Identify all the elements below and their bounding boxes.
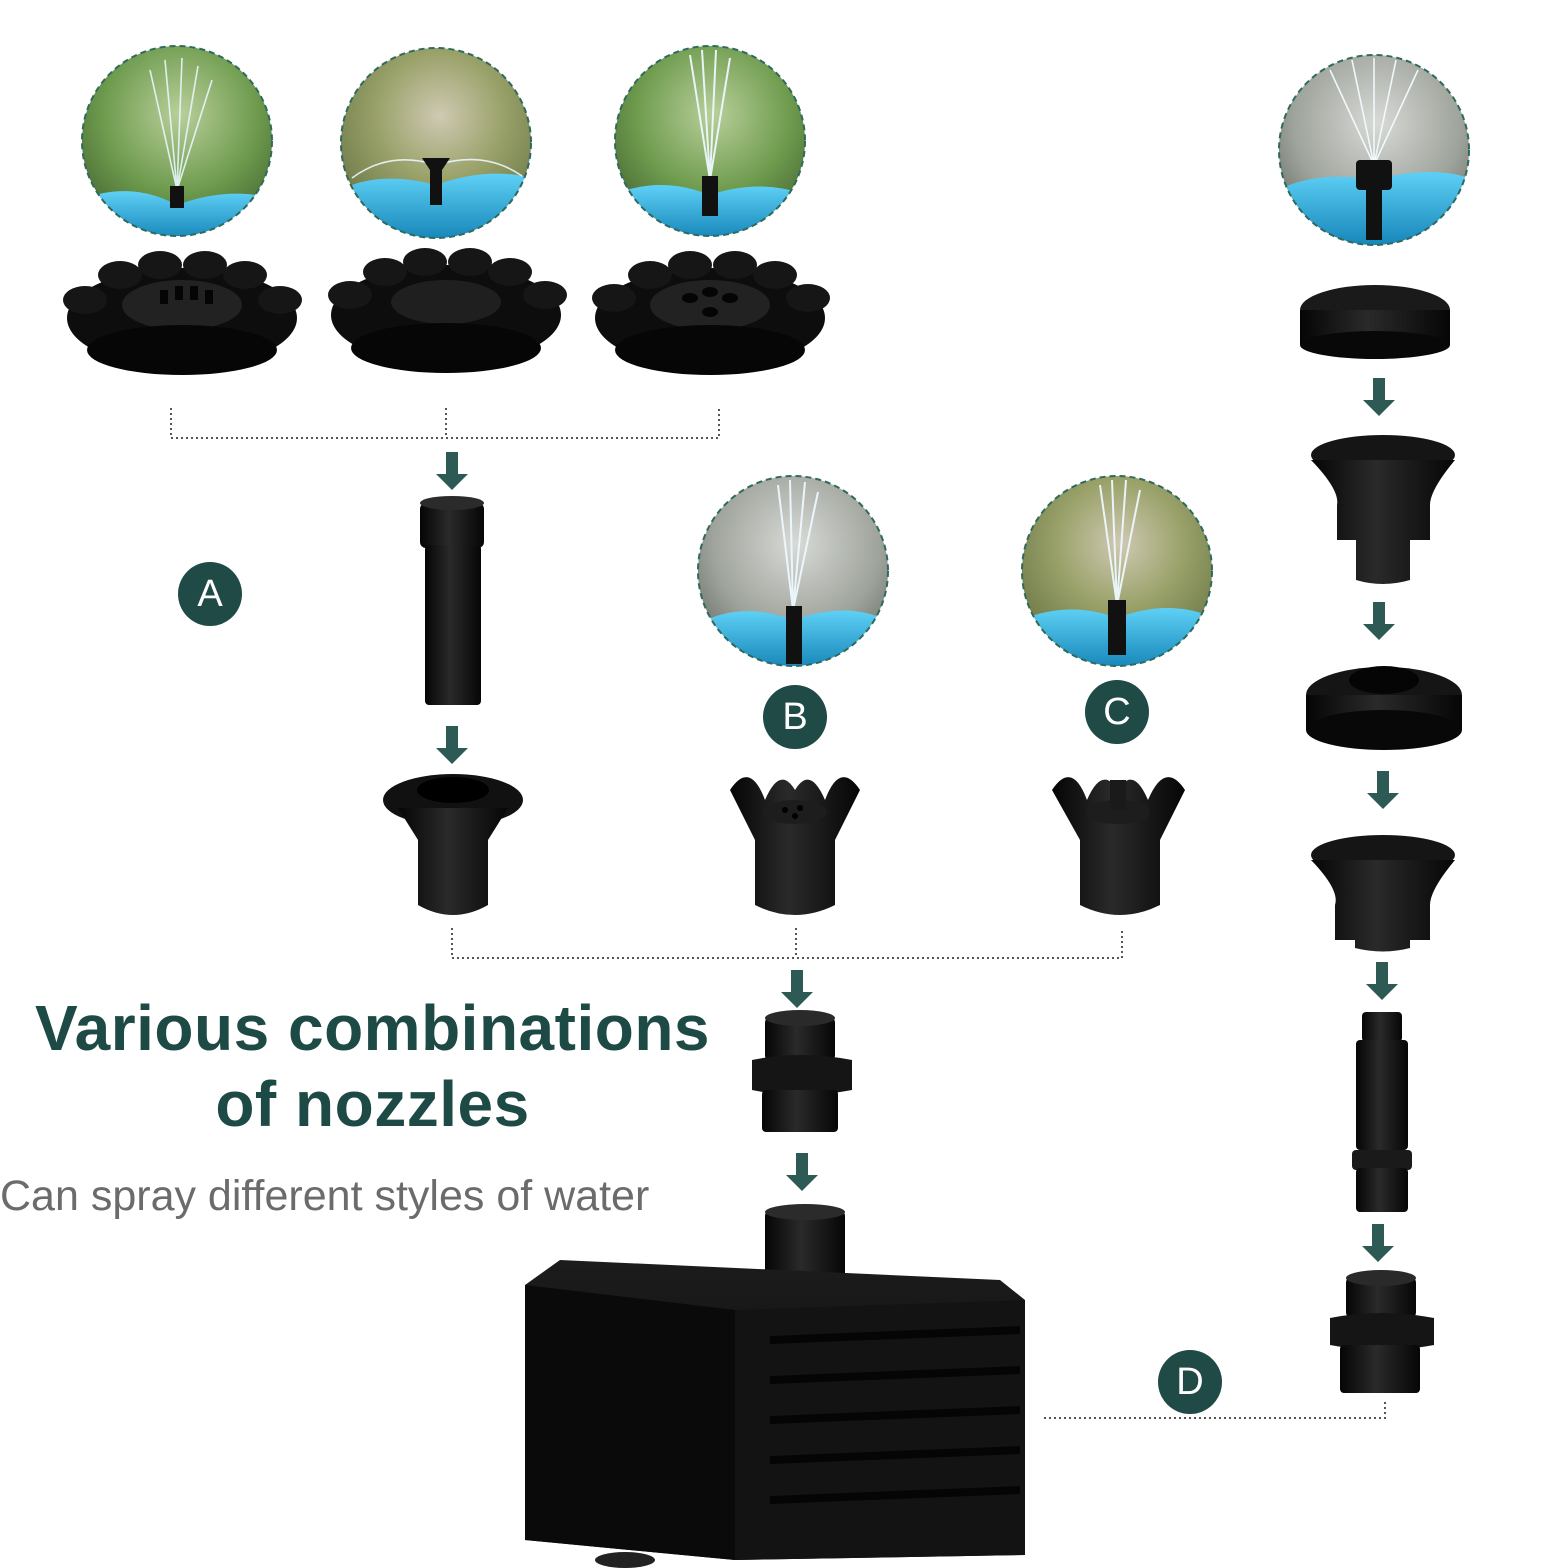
extension-tube-d — [1352, 1012, 1412, 1212]
ring-base-d — [1306, 666, 1462, 750]
arrow-icon — [1367, 771, 1399, 809]
flower-nozzle-2 — [328, 248, 567, 373]
connector-center — [752, 1010, 852, 1132]
arrow-icon — [436, 452, 468, 490]
arrow-icon — [1362, 1224, 1394, 1262]
photo-border-a1 — [81, 45, 273, 237]
badge-c: C — [1085, 680, 1149, 744]
connector-d — [1330, 1270, 1434, 1393]
connector-lines — [170, 408, 1386, 1419]
funnel-adapter-d1 — [1311, 435, 1455, 584]
photo-border-c — [1021, 475, 1213, 667]
funnel-adapter-d2 — [1311, 835, 1455, 952]
photo-border-a2 — [340, 47, 532, 239]
page-subtitle: Can spray different styles of water — [0, 1172, 650, 1220]
arrow-icon — [1363, 602, 1395, 640]
pump — [525, 1204, 1025, 1568]
badge-a: A — [178, 562, 242, 626]
arrow-icon — [436, 726, 468, 764]
photo-border-a3 — [614, 45, 806, 237]
extension-tube — [420, 496, 484, 705]
adapter-a — [383, 774, 523, 915]
photo-fountain-d — [1279, 55, 1469, 245]
title-line-1: Various combinations — [34, 992, 711, 1064]
arrow-icon — [781, 970, 813, 1008]
arrow-icon — [786, 1153, 818, 1191]
badge-b: B — [763, 685, 827, 749]
photo-border-d — [1278, 54, 1470, 246]
tulip-nozzle-c — [1052, 777, 1185, 915]
title-line-2: of nozzles — [215, 1068, 530, 1140]
nozzle-cap-d — [1300, 285, 1450, 359]
arrow-icon — [1363, 378, 1395, 416]
flower-nozzle-1 — [63, 251, 302, 375]
tulip-nozzle-b — [730, 777, 860, 915]
arrow-icon — [1366, 962, 1398, 1000]
photo-border-b — [697, 475, 889, 667]
flower-nozzle-3 — [592, 251, 830, 375]
page-title: Various combinations of nozzles — [0, 990, 745, 1142]
badge-d: D — [1158, 1350, 1222, 1414]
